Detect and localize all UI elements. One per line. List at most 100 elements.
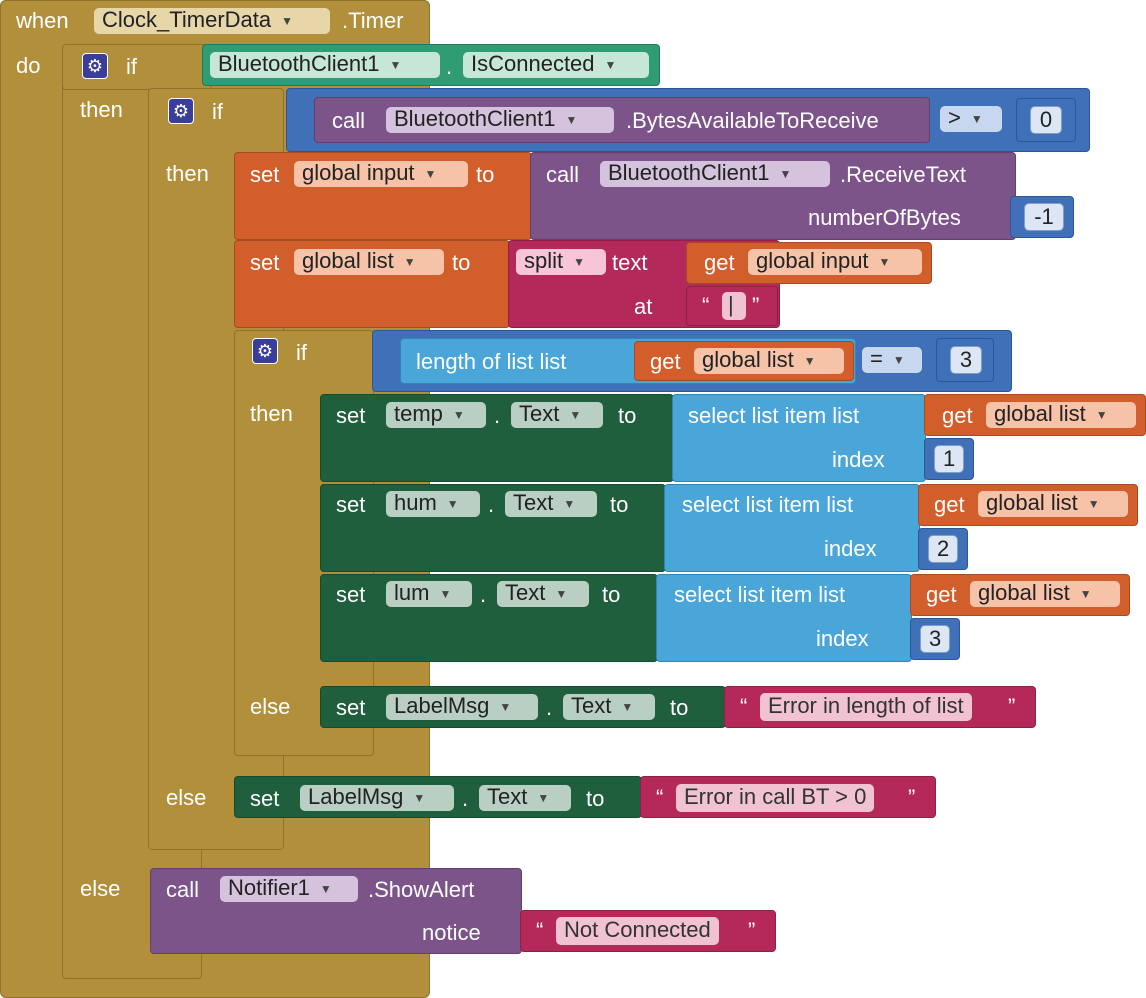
set-label-2: set <box>250 250 280 275</box>
get-global-input-name: global input <box>756 248 869 273</box>
length-error-string[interactable]: Error in length of list <box>760 693 972 721</box>
chevron-down-icon: ▼ <box>413 791 426 806</box>
hum-component-dropdown[interactable]: hum▼ <box>386 491 480 517</box>
event-name-label: .Timer <box>342 8 404 33</box>
bt-client-dropdown[interactable]: BluetoothClient1 ▼ <box>210 52 440 78</box>
set-lum-text-block[interactable] <box>320 574 658 662</box>
get-global-list-name-1: global list <box>994 401 1086 426</box>
temp-property-dropdown[interactable]: Text▼ <box>511 402 603 428</box>
notifier-show-alert-call[interactable] <box>150 868 522 954</box>
chevron-down-icon: ▼ <box>604 58 617 73</box>
chevron-down-icon: ▼ <box>537 791 550 806</box>
number-block-3[interactable] <box>936 338 994 382</box>
labelmsg-property-name-2: Text <box>487 784 528 809</box>
chevron-down-icon: ▼ <box>1087 497 1100 512</box>
notifier-dropdown[interactable]: Notifier1▼ <box>220 876 358 902</box>
get-global-list-dropdown-3[interactable]: global list▼ <box>970 581 1120 607</box>
call-label-2: call <box>546 162 580 187</box>
temp-component-dropdown[interactable]: temp▼ <box>386 402 486 428</box>
global-list-dropdown[interactable]: global list▼ <box>294 249 444 275</box>
chevron-down-icon: ▼ <box>878 255 891 270</box>
bt-client-name: BluetoothClient1 <box>218 51 380 76</box>
global-input-dropdown[interactable]: global input▼ <box>294 161 468 187</box>
set-hum-text-block[interactable] <box>320 484 666 572</box>
bt-client-dropdown-2[interactable]: BluetoothClient1▼ <box>386 107 614 133</box>
chevron-down-icon: ▼ <box>389 58 402 73</box>
hum-property-name: Text <box>513 490 554 515</box>
lum-property-dropdown[interactable]: Text▼ <box>497 581 589 607</box>
timer-component-name: Clock_TimerData <box>102 7 272 32</box>
bt-client-dropdown-3[interactable]: BluetoothClient1▼ <box>600 161 830 187</box>
get-global-input-dropdown[interactable]: global input ▼ <box>748 249 922 275</box>
index-number-2[interactable]: 2 <box>928 535 958 563</box>
timer-component-dropdown[interactable]: Clock_TimerData▼ <box>94 8 330 34</box>
length-then-label: then <box>250 401 293 426</box>
lum-component-dropdown[interactable]: lum ▼ <box>386 581 472 607</box>
hum-property-dropdown[interactable]: Text▼ <box>505 491 597 517</box>
get-global-list-dropdown-2[interactable]: global list▼ <box>978 491 1128 517</box>
chevron-down-icon: ▼ <box>621 700 634 715</box>
dot-separator-len-else: . <box>546 695 553 720</box>
set-label-len-else: set <box>336 695 366 720</box>
labelmsg-dropdown-2[interactable]: LabelMsg▼ <box>300 785 454 811</box>
compare-op-dropdown[interactable]: >▼ <box>940 106 1002 132</box>
is-connected-dropdown[interactable]: IsConnected▼ <box>463 52 649 78</box>
chevron-down-icon: ▼ <box>970 112 983 127</box>
set-temp-text-block[interactable] <box>320 394 674 482</box>
bt-error-string[interactable]: Error in call BT > 0 <box>676 784 875 812</box>
chevron-down-icon: ▼ <box>892 353 905 368</box>
get-global-list-name: global list <box>702 347 794 372</box>
bytes-available-method: .BytesAvailableToReceive <box>626 108 879 133</box>
equal-op-dropdown[interactable]: =▼ <box>862 347 922 373</box>
select-list-item-block-1[interactable] <box>672 394 926 482</box>
dot-separator: . <box>446 54 453 79</box>
at-label: at <box>634 294 653 319</box>
set-label-temp: set <box>336 403 366 428</box>
index-label-3: index <box>816 626 869 651</box>
chevron-down-icon: ▼ <box>439 587 452 602</box>
index-number-1[interactable]: 1 <box>934 445 964 473</box>
set-label: set <box>250 162 280 187</box>
select-list-item-block-3[interactable] <box>656 574 912 662</box>
global-input-name: global input <box>302 160 415 185</box>
number-three[interactable]: 3 <box>950 346 982 374</box>
number-zero[interactable]: 0 <box>1030 106 1062 134</box>
do-label: do <box>16 53 41 78</box>
lum-component-name: lum <box>394 580 430 605</box>
labelmsg-property-dropdown-1[interactable]: Text▼ <box>563 694 655 720</box>
get-global-list-dropdown-1[interactable]: global list▼ <box>986 402 1136 428</box>
select-list-item-block-2[interactable] <box>664 484 920 572</box>
show-alert-method: .ShowAlert <box>368 877 475 902</box>
compare-op: > <box>948 105 961 130</box>
gear-icon[interactable]: ⚙ <box>252 338 278 364</box>
get-global-list-name-3: global list <box>978 580 1070 605</box>
chevron-down-icon: ▼ <box>452 408 465 423</box>
receive-text-method: .ReceiveText <box>840 162 966 187</box>
gear-icon[interactable]: ⚙ <box>168 98 194 124</box>
call-label-notifier: call <box>166 877 200 902</box>
quote-open: “ <box>702 293 710 318</box>
separator-string[interactable]: | <box>722 292 746 320</box>
index-number-block-3[interactable] <box>910 618 960 660</box>
not-connected-string[interactable]: Not Connected <box>556 917 719 945</box>
bytes-then-label: then <box>166 161 209 186</box>
index-number-3[interactable]: 3 <box>920 625 950 653</box>
outer-else-label: else <box>80 876 121 901</box>
notifier-name: Notifier1 <box>228 875 310 900</box>
set-label-bytes-else: set <box>250 786 280 811</box>
index-label-1: index <box>832 447 885 472</box>
get-global-list-dropdown[interactable]: global list▼ <box>694 348 844 374</box>
quote-close: ” <box>752 293 760 318</box>
text-label: text <box>612 250 648 275</box>
notice-label: notice <box>422 920 481 945</box>
labelmsg-dropdown-1[interactable]: LabelMsg▼ <box>386 694 538 720</box>
labelmsg-property-dropdown-2[interactable]: Text ▼ <box>479 785 571 811</box>
get-label-hum: get <box>934 492 965 517</box>
labelmsg-name-1: LabelMsg <box>394 693 490 718</box>
temp-property-name: Text <box>519 401 560 426</box>
to-label-len-else: to <box>670 695 689 720</box>
split-dropdown[interactable]: split▼ <box>516 249 606 275</box>
gear-icon[interactable]: ⚙ <box>82 53 108 79</box>
outer-if-label: if <box>126 54 137 79</box>
number-minus-one[interactable]: -1 <box>1024 203 1064 231</box>
